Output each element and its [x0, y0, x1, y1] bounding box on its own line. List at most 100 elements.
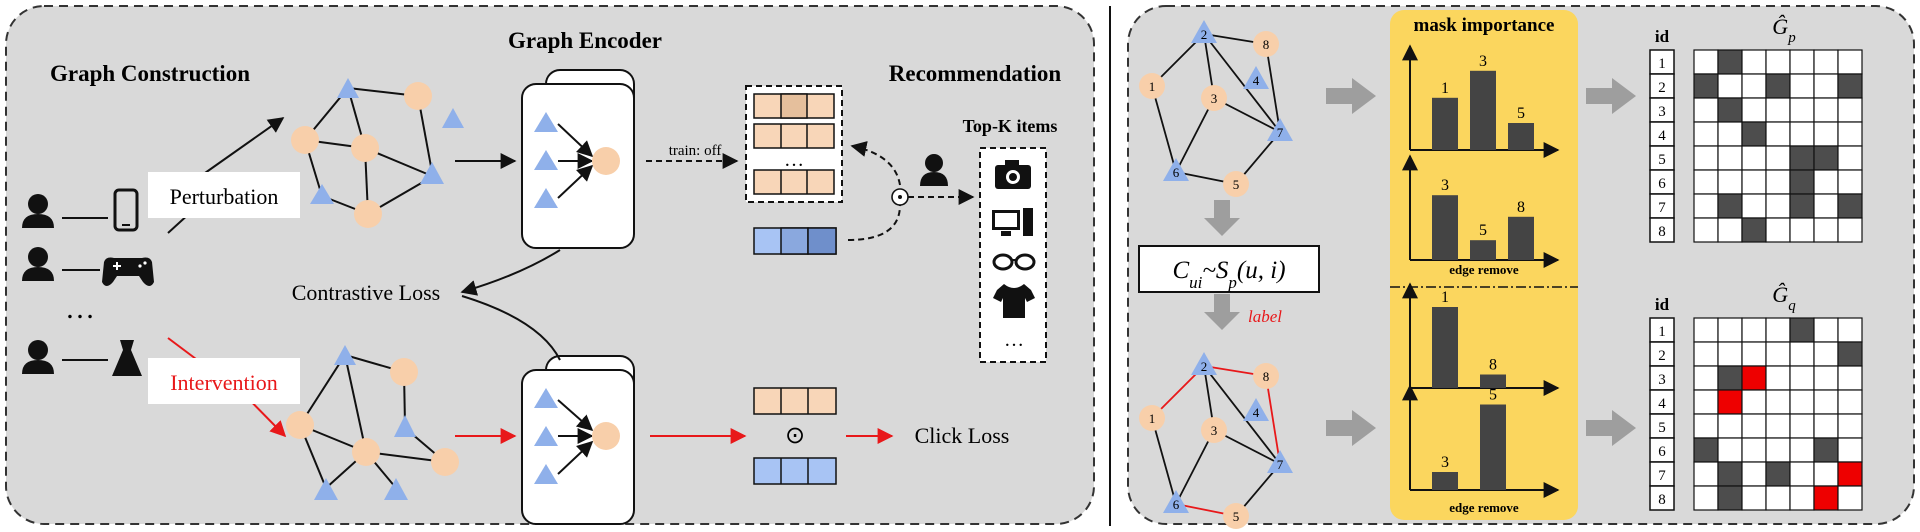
matrix-cell	[1717, 193, 1743, 219]
matrix-cell	[1693, 217, 1719, 243]
graph-node-label: 6	[1173, 165, 1180, 180]
matrix-cell	[1837, 121, 1863, 147]
id-label: 7	[1658, 468, 1666, 484]
matrix-cell	[1789, 73, 1815, 99]
matrix-cell	[1765, 217, 1791, 243]
graph-node-label: 8	[1263, 369, 1270, 384]
bar	[1508, 216, 1534, 260]
graph-node	[1223, 171, 1249, 197]
encoder-top	[521, 69, 635, 249]
perturbation-box	[148, 172, 300, 218]
id-label: 8	[1658, 492, 1666, 508]
matrix-cell	[1693, 389, 1719, 415]
matrix-cell	[1693, 73, 1719, 99]
graph-node-label: 7	[1277, 125, 1284, 140]
matrix-cell	[1693, 121, 1719, 147]
graph-node-label: 7	[1277, 457, 1284, 472]
id-cell	[1649, 193, 1675, 219]
matrix-cell	[1765, 461, 1791, 487]
graph-node	[1163, 158, 1189, 181]
matrix-cell	[1813, 73, 1839, 99]
matrix-cell	[1813, 169, 1839, 195]
graph-node	[1139, 405, 1165, 431]
graph-node	[1267, 118, 1293, 141]
bar-label: 3	[1479, 53, 1487, 70]
matrix-cell	[1789, 97, 1815, 123]
embedding-ellipsis: …	[784, 149, 804, 171]
bar-label: 5	[1489, 387, 1497, 404]
graph-node-label: 4	[1253, 405, 1260, 420]
mask-importance-title: mask importance	[1414, 15, 1555, 36]
matrix-cell	[1765, 317, 1791, 343]
graph-edge	[1203, 33, 1281, 133]
graph-node	[1253, 363, 1279, 389]
graph-edge	[1265, 375, 1281, 465]
user-icon	[920, 154, 948, 186]
edge-remove-label-top: edge remove	[1449, 262, 1519, 277]
graph-node	[1163, 490, 1189, 513]
matrix-cell	[1837, 145, 1863, 171]
matrix-cell	[1717, 389, 1743, 415]
id-label: 6	[1658, 444, 1666, 460]
encoder-bottom	[521, 355, 635, 525]
matrix-cell	[1717, 145, 1743, 171]
perturbation-arrow	[204, 117, 285, 174]
perturbed-graph	[291, 78, 464, 228]
matrix-cell	[1789, 317, 1815, 343]
matrix-cell	[1717, 169, 1743, 195]
id-cell	[1649, 169, 1675, 195]
matrix-cell	[1741, 317, 1767, 343]
id-label: 3	[1658, 372, 1666, 388]
matrix-cell	[1765, 389, 1791, 415]
matrix-cell	[1789, 49, 1815, 75]
matrix-cell	[1789, 389, 1815, 415]
matrix-cell	[1789, 193, 1815, 219]
matrix-cell	[1717, 97, 1743, 123]
matrix-cell	[1741, 97, 1767, 123]
matrix-cell	[1693, 317, 1719, 343]
matrix-cell	[1837, 413, 1863, 439]
matrix-cell	[1813, 365, 1839, 391]
bar	[1470, 70, 1496, 150]
contrastive-loss-label: Contrastive Loss	[292, 280, 441, 305]
graph-node	[1223, 503, 1249, 529]
gamepad-icon	[102, 257, 154, 286]
item-embeddings	[753, 93, 835, 195]
graph-edge	[1265, 43, 1281, 133]
cui-formula-box	[1138, 245, 1320, 293]
bar-chart: 135	[1402, 44, 1560, 158]
matrix-cell	[1789, 169, 1815, 195]
glasses-icon	[992, 253, 1036, 271]
matrix-cell	[1741, 365, 1767, 391]
graph-node-label: 3	[1211, 91, 1218, 106]
id-label: 4	[1658, 396, 1666, 412]
matrix-cell	[1717, 49, 1743, 75]
bar	[1432, 195, 1458, 260]
id-label: 2	[1658, 348, 1666, 364]
id-label: 5	[1658, 420, 1666, 436]
recommendation-title: Recommendation	[889, 61, 1062, 86]
matrix-cell	[1813, 97, 1839, 123]
graph-edge	[1175, 429, 1215, 505]
bar-label: 1	[1441, 289, 1449, 306]
graph-node-label: 5	[1233, 509, 1240, 524]
id-cell	[1649, 413, 1675, 439]
matrix-cell	[1837, 341, 1863, 367]
matrix-cell	[1717, 317, 1743, 343]
graph-node-label: 1	[1149, 79, 1156, 94]
matrix-cell	[1693, 365, 1719, 391]
bar-label: 3	[1441, 454, 1449, 471]
matrix-cell	[1837, 485, 1863, 511]
matrix-cell	[1765, 437, 1791, 463]
graph-node	[1243, 398, 1269, 421]
matrix-cell	[1765, 341, 1791, 367]
matrix-cell	[1693, 145, 1719, 171]
perturbation-label: Perturbation	[170, 184, 279, 209]
matrix-cell	[1717, 413, 1743, 439]
id-cell	[1649, 485, 1675, 511]
matrix-cell	[1741, 217, 1767, 243]
matrix-cell	[1837, 461, 1863, 487]
matrix-cell	[1813, 193, 1839, 219]
